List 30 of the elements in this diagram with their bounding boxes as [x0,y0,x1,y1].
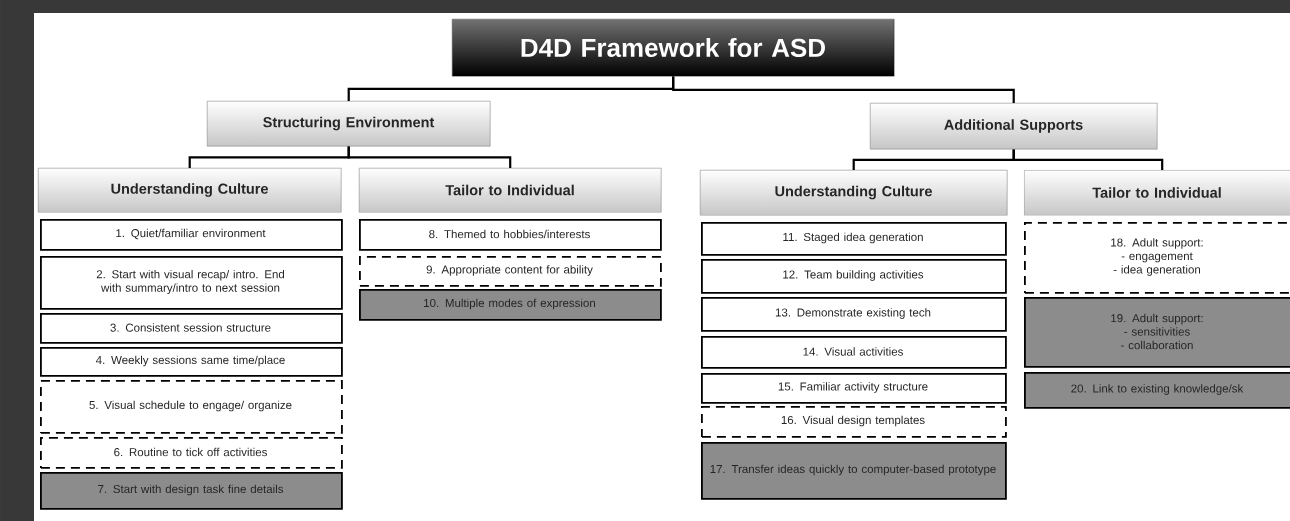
category-box: Structuring Environment [207,101,491,147]
item-box: 9. Appropriate content for ability [359,256,662,287]
item-box: 17. Transfer ideas quickly to computer-based prototype [701,442,1007,500]
item-box: 11. Staged idea generation [701,222,1007,256]
item-box: 10. Multiple modes of expression [359,289,662,321]
category-box: Additional Supports [870,103,1158,150]
item-box: 18. Adult support: - engagement - idea generation [1024,222,1290,294]
item-box: 6. Routine to tick off activities [40,437,343,469]
item-box: 13. Demonstrate existing tech [701,297,1007,332]
item-box: 5. Visual schedule to engage/ organize [40,380,343,434]
connector [672,76,1015,103]
category-box: Tailor to Individual [1024,170,1290,216]
item-box: 14. Visual activities [701,336,1007,369]
item-box: 1. Quiet/familiar environment [40,219,343,251]
item-box: 20. Link to existing knowledge/sk [1024,372,1290,409]
connector [347,146,512,168]
category-box: Understanding Culture [700,170,1008,216]
item-box: 8. Themed to hobbies/interests [359,219,662,251]
connector [1012,149,1164,170]
item-box: 19. Adult support: - sensitivities - collaboration [1024,297,1290,368]
item-box: 16. Visual design templates [701,406,1007,438]
category-box: Understanding Culture [38,168,342,213]
item-box: 3. Consistent session structure [40,313,343,344]
item-box: 7. Start with design task fine details [40,472,343,510]
item-box: 12. Team building activities [701,259,1007,294]
item-box: 15. Familiar activity structure [701,373,1007,404]
item-box: 4. Weekly sessions same time/place [40,347,343,377]
title-box: D4D Framework for ASD [452,19,895,77]
item-box: 2. Start with visual recap/ intro. End with summary/intro to next session [40,256,343,310]
category-box: Tailor to Individual [359,168,662,213]
